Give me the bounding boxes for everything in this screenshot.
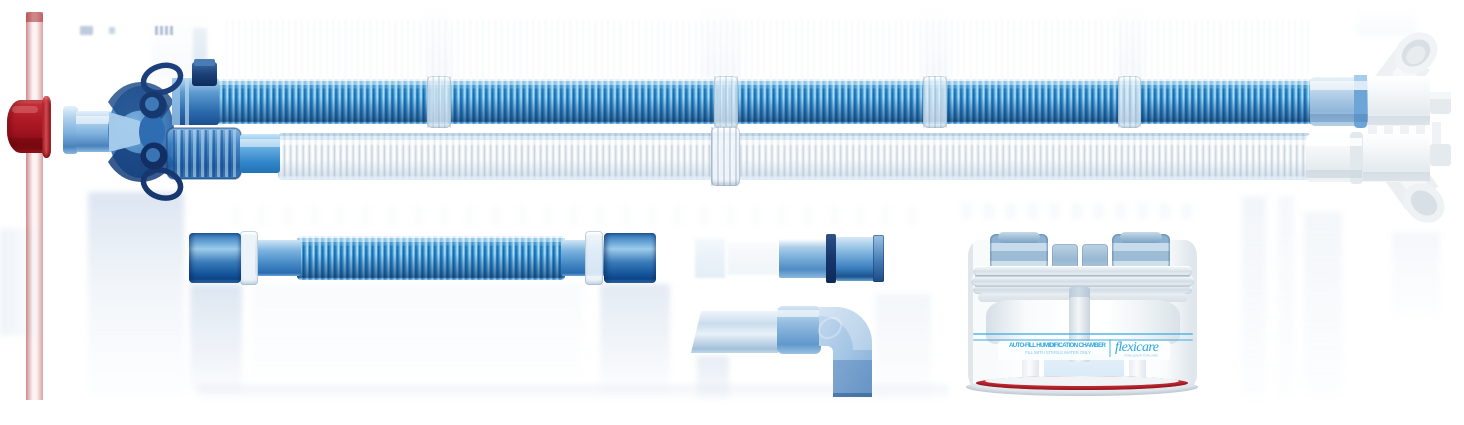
svg-text:flexicare: flexicare: [1115, 340, 1159, 355]
svg-text:TOTAL QUALITY TOTAL CARE: TOTAL QUALITY TOTAL CARE: [1124, 354, 1158, 358]
svg-text:FILL WITH STERILE WATER ONLY: FILL WITH STERILE WATER ONLY: [1025, 350, 1091, 355]
svg-text:AUTO-FILL HUMIDIFICATION CHAMB: AUTO-FILL HUMIDIFICATION CHAMBER: [1009, 342, 1107, 349]
